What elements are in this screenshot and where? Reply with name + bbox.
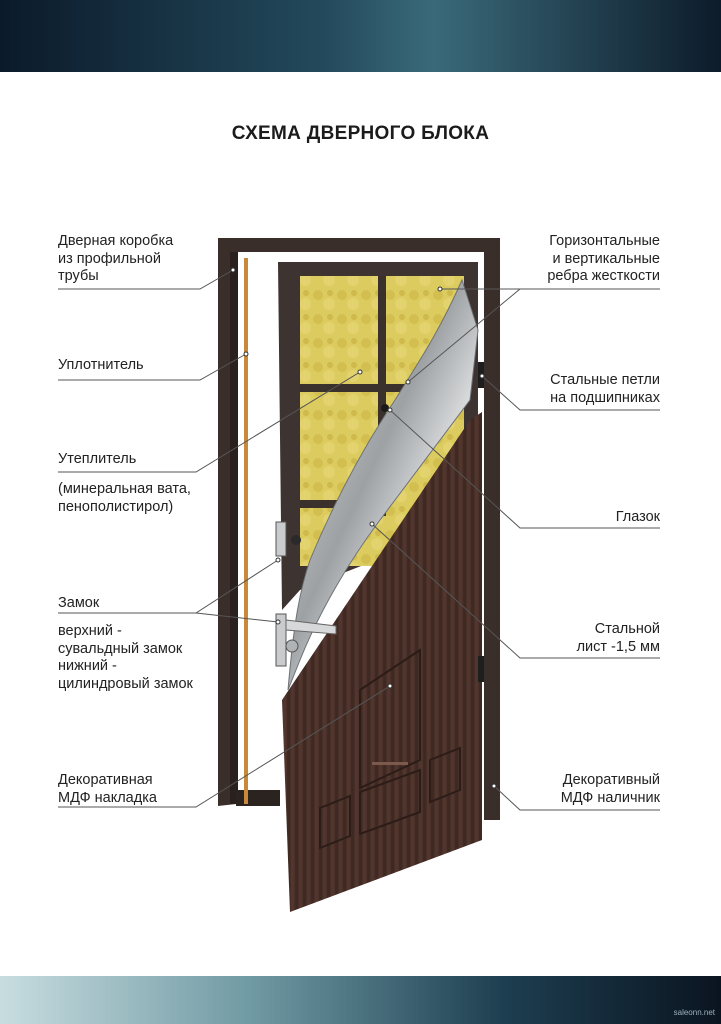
label-peephole: Глазок bbox=[615, 509, 660, 525]
label-lock-note: верхний - сувальдный замок нижний - цили… bbox=[58, 623, 193, 692]
locks bbox=[275, 521, 337, 667]
bottom-decorative-band bbox=[0, 976, 721, 1024]
horizontal-rib bbox=[300, 384, 430, 392]
peephole bbox=[381, 404, 389, 412]
mdf-panel bbox=[282, 412, 482, 912]
credit-text: saleonn.net bbox=[673, 1008, 715, 1017]
vertical-rib bbox=[378, 276, 386, 516]
label-ribs: Горизонтальные и вертикальные ребра жест… bbox=[547, 233, 660, 284]
label-mdf-panel: Декоративная МДФ накладка bbox=[58, 772, 157, 806]
page-title: СХЕМА ДВЕРНОГО БЛОКА bbox=[231, 123, 490, 144]
label-hinges: Стальные петли на подшипниках bbox=[550, 372, 660, 406]
label-insulation: Утеплитель bbox=[58, 451, 137, 467]
leader-lines bbox=[58, 269, 660, 811]
label-steel-sheet: Стальной лист -1,5 мм bbox=[576, 621, 660, 655]
label-mdf-trim: Декоративный МДФ наличник bbox=[560, 772, 660, 806]
label-insulation-note: (минеральная вата, пенополистирол) bbox=[58, 481, 191, 515]
label-lock: Замок bbox=[58, 595, 100, 611]
label-frame: Дверная коробка из профильной трубы bbox=[58, 233, 174, 284]
label-seal: Уплотнитель bbox=[58, 357, 144, 373]
top-decorative-band bbox=[0, 0, 721, 72]
pointer-dots bbox=[230, 267, 497, 789]
seal-strip bbox=[244, 258, 248, 804]
